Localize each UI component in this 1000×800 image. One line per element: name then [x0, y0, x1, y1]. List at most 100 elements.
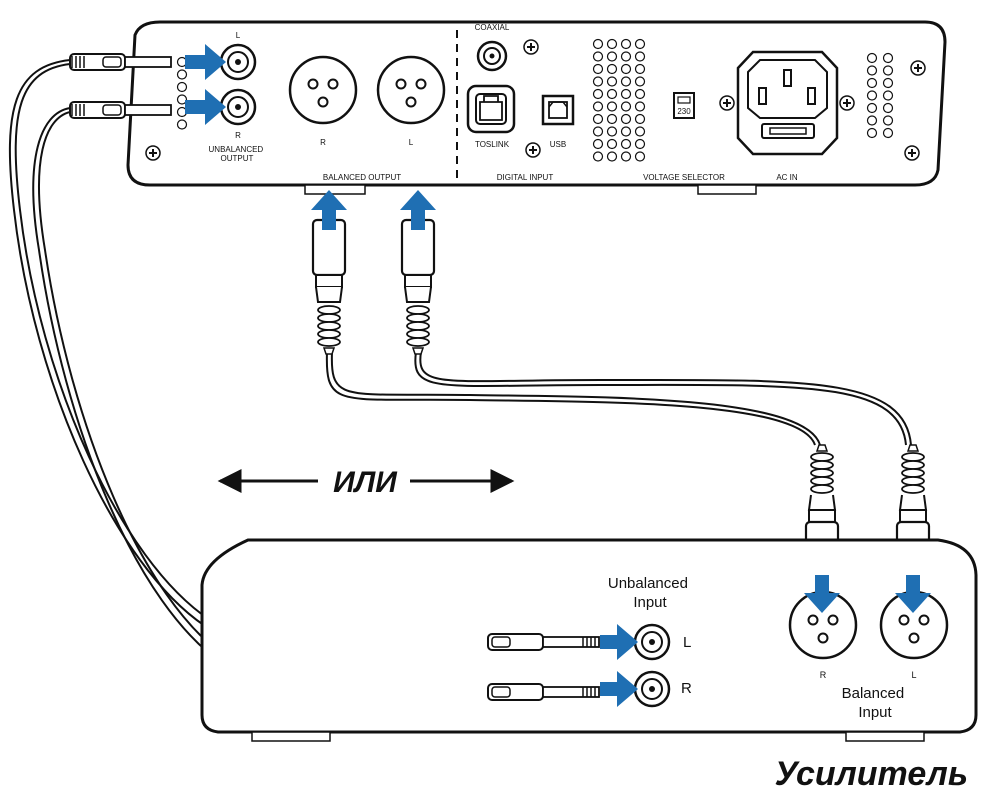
amp-rca-left-label: L [683, 634, 691, 651]
vent-hole [634, 113, 646, 125]
arrow-right-icon [600, 624, 638, 660]
screw-icon [904, 145, 920, 161]
screw-icon [523, 39, 539, 55]
vent-hole [606, 101, 618, 112]
vent-hole [592, 151, 604, 162]
voltage-selector-switch [673, 92, 695, 119]
amplifier-title: Усилитель [775, 755, 968, 793]
unbalanced-output-line-2: OUTPUT [221, 154, 254, 163]
vent-hole [882, 65, 894, 76]
dac-rca-plug-right [69, 101, 172, 119]
balanced-input-line-1: Balanced [842, 685, 905, 702]
ac-inlet [736, 50, 839, 156]
vent-hole [606, 38, 618, 50]
arrow-down-icon [895, 575, 931, 613]
amp-rca-right-jack [633, 670, 671, 708]
vent-hole [620, 51, 632, 62]
xlr-cable-right-a [325, 351, 816, 446]
voltage-selector-label: VOLTAGE SELECTOR [643, 173, 725, 182]
screw-icon [525, 142, 541, 158]
vent-hole [176, 69, 188, 80]
vent-hole [620, 88, 632, 100]
vent-hole [866, 102, 878, 114]
vent-hole [620, 113, 632, 125]
amp-xlr-right-label: R [820, 670, 827, 680]
dac-foot [304, 184, 366, 195]
dac-rca-plug-left [69, 53, 172, 71]
vent-hole [592, 113, 604, 125]
or-label: ИЛИ [333, 466, 398, 499]
amp-rca-plug-left [487, 633, 600, 651]
or-separator: ИЛИ [217, 466, 515, 499]
unbalanced-output-label: UNBALANCED OUTPUT [209, 145, 266, 163]
screw-icon [145, 145, 161, 161]
unbalanced-input-line-2: Input [633, 594, 667, 611]
dac-xlr-right-jack [288, 55, 358, 125]
dac-back-panel: L R UNBALANCED OUTPUT R L BALANCED OUTPU… [126, 20, 947, 195]
unbalanced-input-line-1: Unbalanced [608, 575, 688, 592]
vent-hole [634, 88, 646, 100]
connection-arrows [185, 44, 931, 707]
digital-input-label: DIGITAL INPUT [497, 173, 554, 182]
xlr-cable-pair [325, 351, 912, 446]
balanced-input-label: Balanced Input [842, 685, 909, 721]
xlr-cable-right-b [330, 351, 821, 446]
xlr-plug-top-left [400, 218, 436, 355]
vent-hole [606, 76, 618, 87]
vent-hole [866, 90, 878, 101]
vent-hole [606, 88, 618, 100]
amp-rca-left-jack [633, 623, 671, 661]
amp-foot [251, 731, 331, 742]
amp-foot [845, 731, 925, 742]
vent-hole [620, 76, 632, 87]
vent-hole [176, 119, 188, 130]
balanced-output-label: BALANCED OUTPUT [323, 173, 401, 182]
dac-foot [697, 184, 757, 195]
coaxial-label: COAXIAL [475, 23, 510, 32]
xlr-plug-top-right [311, 218, 347, 355]
vent-hole [592, 88, 604, 100]
dac-xlr-right-label: R [320, 138, 326, 147]
vent-hole [882, 90, 894, 101]
vent-hole [606, 126, 618, 137]
vent-hole [882, 77, 894, 89]
arrow-right-icon [185, 89, 226, 125]
amp-rca-right-label: R [681, 680, 692, 697]
voltage-value: 230 [677, 107, 691, 116]
vent-hole [606, 51, 618, 62]
dac-rca-right-label: R [235, 131, 241, 140]
arrow-right-icon [185, 44, 226, 80]
screw-icon [719, 95, 735, 111]
unbalanced-output-line-1: UNBALANCED [209, 145, 264, 154]
vent-hole [634, 126, 646, 137]
vent-hole [634, 101, 646, 112]
vent-hole [866, 52, 878, 64]
vent-hole [592, 63, 604, 75]
vent-hole [606, 138, 618, 150]
arrow-up-icon [400, 190, 436, 230]
usb-port [541, 94, 575, 126]
dac-rca-right-jack [219, 88, 257, 126]
vent-hole [634, 76, 646, 87]
vent-hole [592, 126, 604, 137]
arrow-up-icon [311, 190, 347, 230]
vent-hole [634, 38, 646, 50]
amp-rca-plug-right [487, 683, 600, 701]
vent-hole [592, 76, 604, 87]
arrow-down-icon [804, 575, 840, 613]
vent-hole [634, 138, 646, 150]
vent-hole [866, 77, 878, 89]
vent-hole [882, 102, 894, 114]
dac-xlr-left-label: L [409, 138, 414, 147]
vent-hole [606, 63, 618, 75]
arrow-right-icon [600, 671, 638, 707]
vent-hole [882, 127, 894, 139]
vent-hole [620, 151, 632, 162]
vent-hole [620, 126, 632, 137]
balanced-input-line-2: Input [858, 704, 892, 721]
vent-hole [620, 63, 632, 75]
vent-hole [634, 151, 646, 162]
vent-hole [634, 63, 646, 75]
vent-hole [882, 115, 894, 126]
